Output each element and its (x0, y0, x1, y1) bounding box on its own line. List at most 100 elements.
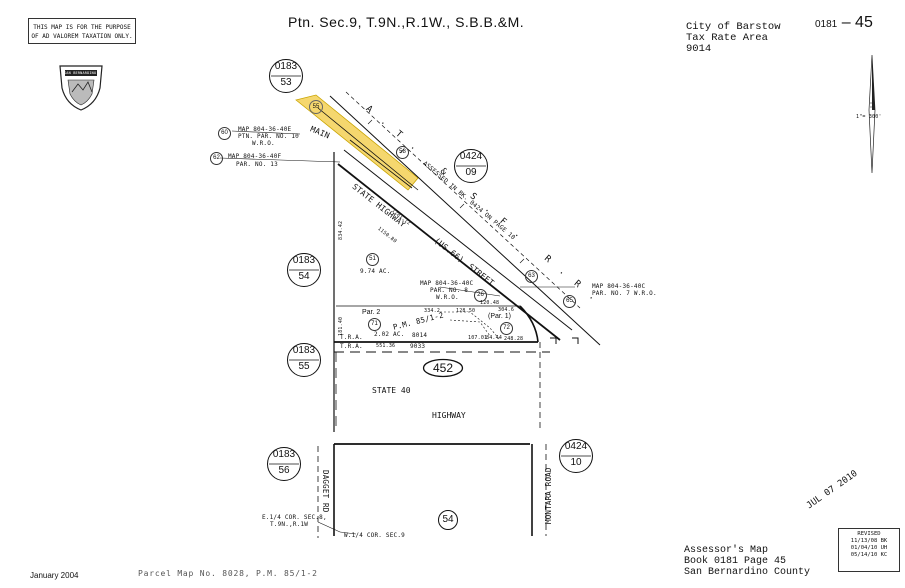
map-ref-40e: MAP 804-36-40E (238, 126, 292, 133)
map-title: Ptn. Sec.9, T.9N.,R.1W., S.B.B.&M. (288, 14, 525, 30)
parcel-54: 54 (438, 510, 458, 530)
mapbook-circle (269, 59, 303, 93)
map-ref-40f: MAP 804-36-40F (228, 153, 282, 160)
mapbook-circle (267, 447, 301, 481)
mapbook-circle (559, 439, 593, 473)
page-book: 0181 (815, 19, 838, 30)
mapbook-bottom: 09 (465, 167, 477, 178)
scale-label: 1"= 300' (856, 114, 882, 120)
map-ref-wro: W.R.O. (252, 140, 275, 147)
dimension: 248.28 (504, 336, 524, 342)
dagget-rd-label: DAGGET RD (321, 470, 330, 513)
pm-tra: 8014 (412, 332, 428, 339)
parcel-number: 60 (218, 127, 231, 140)
revised-title: REVISED (857, 531, 881, 537)
acreage-label: 9.74 AC. (360, 268, 391, 275)
map-ref-40c: MAP 804-36-40C (420, 280, 474, 287)
page-num: 45 (855, 14, 873, 31)
assessor-line-2: Book 0181 Page 45 (684, 556, 787, 567)
page-number: 0181 – 45 (815, 14, 873, 31)
corner-ec: E.1/4 COR. SEC.8, (262, 514, 327, 521)
route-number: 452 (432, 361, 454, 375)
dimension: 334.2 (424, 308, 441, 314)
map-ref-par7: PAR. NO. 7 W.R.O. (592, 290, 657, 297)
parcel-number: 51 (366, 253, 379, 266)
city-line-1: City of Barstow (686, 21, 781, 33)
tra-9033: 9033 (410, 343, 426, 350)
assessor-line-3: San Bernardino County (684, 567, 811, 578)
revised-box: REVISED 11/13/08 BK 01/04/10 UH 05/14/10… (838, 528, 900, 572)
mapbook-circle (454, 149, 488, 183)
parcel-number: 72 (500, 322, 513, 335)
county-seal-icon (59, 65, 103, 111)
par1-label: (Par. 1) (488, 313, 511, 320)
montara-road-label: MONTARA ROAD (544, 467, 553, 524)
highway-label: HIGHWAY (432, 411, 466, 420)
railroad-line-west (317, 107, 419, 191)
map-ref-par13: PAR. NO. 13 (236, 161, 278, 168)
dimension: 834.42 (338, 220, 344, 240)
parcel-number: 55 (309, 100, 323, 114)
dimension: 84.44 (486, 335, 503, 341)
mapbook-bottom: 10 (570, 457, 582, 468)
dimension: 128.50 (456, 308, 476, 314)
north-arrow-icon (868, 55, 876, 174)
parcel-number: 71 (368, 318, 381, 331)
railroad-line-east (329, 95, 601, 346)
dimension: 107.01 (468, 335, 488, 341)
parcel-number: 26 (474, 289, 487, 302)
mapbook-top: 0183 (292, 255, 316, 266)
mapbook-bottom: 54 (298, 271, 310, 282)
map-ref-40c-b: MAP 804-36-40C (592, 283, 646, 290)
revised-line: 11/13/08 BK (850, 538, 888, 544)
dimension: 304.6 (498, 307, 515, 313)
dimension: 181.40 (338, 316, 344, 336)
map-ref-wro2: W.R.O. (436, 294, 459, 301)
tra-label-1: T.R.A. (340, 334, 363, 341)
tra-label-2: T.R.A. (340, 343, 363, 350)
parcel-map-ref: Parcel Map No. 8028, P.M. 85/1-2 (138, 569, 318, 578)
corner-ec-2: T.9N.,R.1W (270, 521, 309, 528)
parcel-number: 62 (210, 152, 223, 165)
disclaimer-line-1: THIS MAP IS FOR THE PURPOSE (33, 24, 131, 31)
mapbook-circle (287, 253, 321, 287)
mapbook-bottom: 56 (278, 465, 290, 476)
city-line-3: 9014 (686, 43, 712, 55)
disclaimer-line-2: OF AD VALOREM TAXATION ONLY. (31, 33, 133, 40)
corner-wc: W.1/4 COR. SEC.9 (344, 532, 405, 539)
state40-label: STATE 40 (372, 386, 411, 395)
highway-south-edge (337, 163, 561, 341)
map-ref-par10: PTN. PAR. NO. 10 (238, 133, 299, 140)
revised-line: 05/14/10 KC (850, 552, 888, 558)
mapbook-bottom: 55 (298, 361, 310, 372)
parcel-number: 63 (525, 270, 538, 283)
mapbook-circle (287, 343, 321, 377)
revised-line: 01/04/10 UH (850, 545, 888, 551)
mapbook-top: 0183 (272, 449, 296, 460)
city-line-2: Tax Rate Area (686, 32, 768, 44)
dimension: 551.36 (376, 343, 396, 349)
main-street-line (349, 139, 413, 189)
seal-text: SAN BERNARDINO (64, 71, 97, 75)
route-shield-icon (422, 358, 464, 378)
map-ref-par8: PAR. NO. 8 (430, 287, 469, 294)
disclaimer-box: THIS MAP IS FOR THE PURPOSE OF AD VALORE… (28, 18, 136, 44)
mapbook-top: 0183 (292, 345, 316, 356)
curve-boundary (519, 305, 539, 343)
map-date: January 2004 (30, 571, 79, 580)
assessor-line-1: Assessor's Map (684, 545, 769, 556)
dimension: 120.48 (480, 300, 500, 306)
parcel-number: 65 (563, 295, 576, 308)
highlighted-parcel (295, 94, 419, 191)
highway-north-edge (343, 149, 573, 331)
mapbook-top: 0424 (564, 441, 588, 452)
mapbook-top: 0424 (459, 151, 483, 162)
mapbook-bottom: 53 (280, 77, 292, 88)
mapbook-top: 0183 (274, 61, 298, 72)
parcel-number: 58 (396, 146, 409, 159)
par2-label: Par. 2 (362, 309, 381, 316)
pm-acres: 2.02 AC. (374, 331, 405, 338)
